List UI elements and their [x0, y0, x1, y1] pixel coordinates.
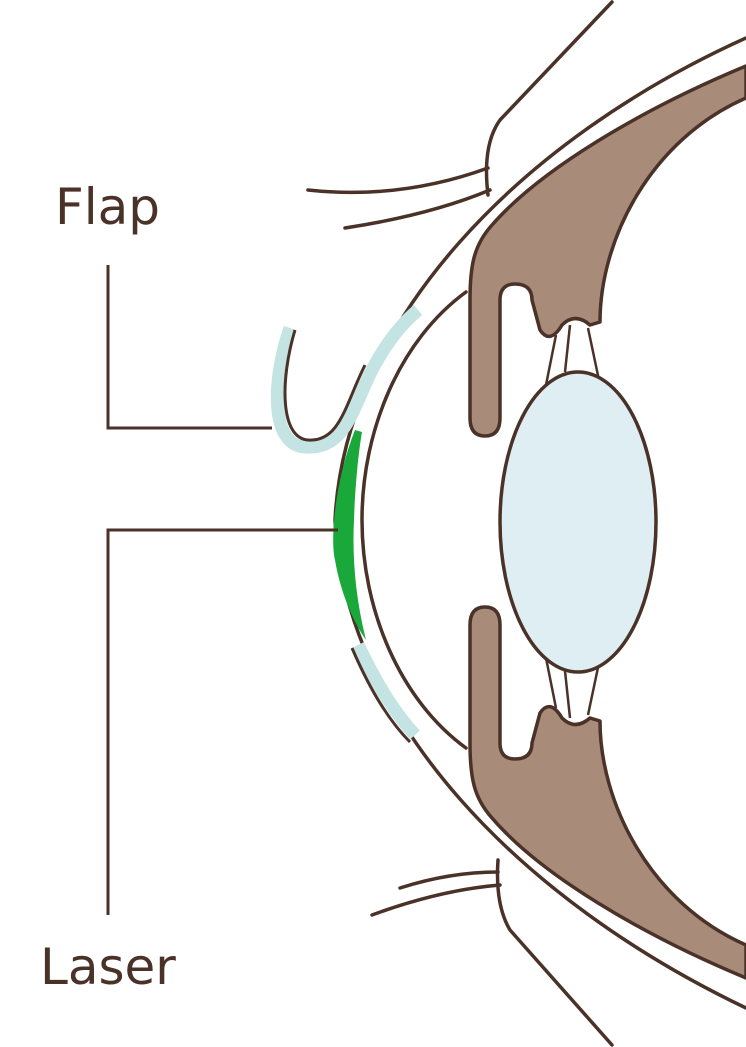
iris-top: [468, 64, 746, 438]
corneal-flap-inner-outline: [283, 329, 367, 442]
cornea-lower-outline: [350, 647, 412, 744]
laser-label: Laser: [40, 938, 176, 996]
zonule: [563, 670, 572, 719]
lower-eyelash-1: [398, 870, 500, 890]
lower-eyelash-2: [370, 883, 502, 917]
zonule: [543, 652, 558, 709]
upper-eyelid: [484, 0, 614, 197]
flap-label: Flap: [55, 178, 161, 236]
iris-bottom: [468, 605, 746, 980]
corneal-flap: [270, 305, 423, 454]
laser-ablation: [333, 430, 366, 640]
laser-leader-line: [106, 528, 338, 915]
upper-eyelash-1: [306, 166, 490, 195]
zonule: [563, 324, 572, 373]
cornea-inner: [360, 290, 468, 750]
zonule: [543, 334, 558, 391]
flap-leader-line: [106, 265, 272, 430]
upper-eyelash-2: [343, 188, 492, 230]
lower-eyelid: [495, 858, 614, 1047]
cornea-lower-layer: [352, 642, 420, 740]
lens: [498, 370, 658, 674]
